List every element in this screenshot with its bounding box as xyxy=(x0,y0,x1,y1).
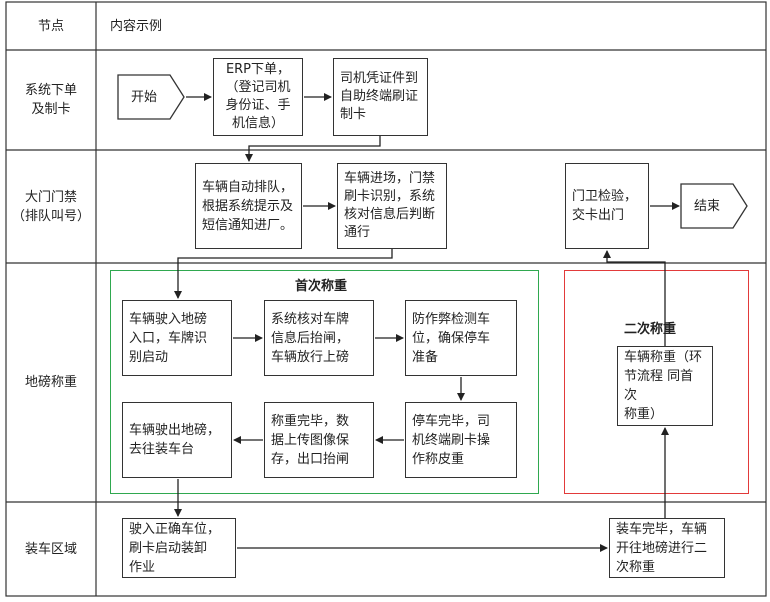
loading-start-box: 驶入正确车位， 刷卡启动装卸 作业 xyxy=(122,518,236,578)
first-weigh-label: 首次称重 xyxy=(295,279,348,294)
gate-entry-box: 车辆进场，门禁 刷卡识别，系统 核对信息后判断 通行 xyxy=(337,163,447,249)
lane-label-loading: 装车区域 xyxy=(24,541,77,557)
end-shape xyxy=(680,183,748,229)
tare-weigh-box: 停车完毕，司 机终端刷卡操 作称皮重 xyxy=(405,402,517,478)
self-service-card-box: 司机凭证件到 自助终端刷证 制卡 xyxy=(333,58,428,136)
arrow-gate-weighbridge xyxy=(174,249,393,299)
anti-cheat-box: 防作弊检测车 位，确保停车 准备 xyxy=(405,300,517,376)
end-node: 结束 xyxy=(693,198,720,214)
loading-done-box: 装车完毕，车辆 开往地磅进行二 次称重 xyxy=(609,518,725,578)
lane-label-order: 系统下单 及制卡 xyxy=(24,83,77,117)
header-node: 节点 xyxy=(37,18,64,34)
second-weigh-frame xyxy=(564,270,749,494)
arrow-card-queue xyxy=(245,136,381,162)
start-shape xyxy=(117,74,185,120)
first-weigh-frame xyxy=(110,270,539,494)
auto-queue-box: 车辆自动排队， 根据系统提示及 短信通知进厂。 xyxy=(195,163,302,249)
plate-check-box: 系统核对车牌 信息后抬闸， 车辆放行上磅 xyxy=(264,300,374,376)
erp-order-box: ERP下单， （登记司机 身份证、手 机信息） xyxy=(213,58,303,136)
second-weigh-label: 二次称重 xyxy=(624,322,677,337)
arrow-second-guard xyxy=(603,250,666,346)
header-content: 内容示例 xyxy=(110,18,163,34)
second-weigh-box: 车辆称重（环 节流程 同首次 称重） xyxy=(617,346,713,426)
exit-weighbridge-box: 车辆驶出地磅， 去往装车台 xyxy=(122,402,232,478)
weigh-complete-box: 称重完毕，数 据上传图像保 存，出口抬闸 xyxy=(264,402,374,478)
start-node: 开始 xyxy=(130,89,157,105)
enter-weighbridge-box: 车辆驶入地磅 入口，车牌识 别启动 xyxy=(122,300,232,376)
lane-label-weighbridge: 地磅称重 xyxy=(24,375,77,390)
lane-label-gate: 大门门禁 （排队叫号） xyxy=(11,189,90,224)
guard-check-box: 门卫检验， 交卡出门 xyxy=(565,163,649,249)
